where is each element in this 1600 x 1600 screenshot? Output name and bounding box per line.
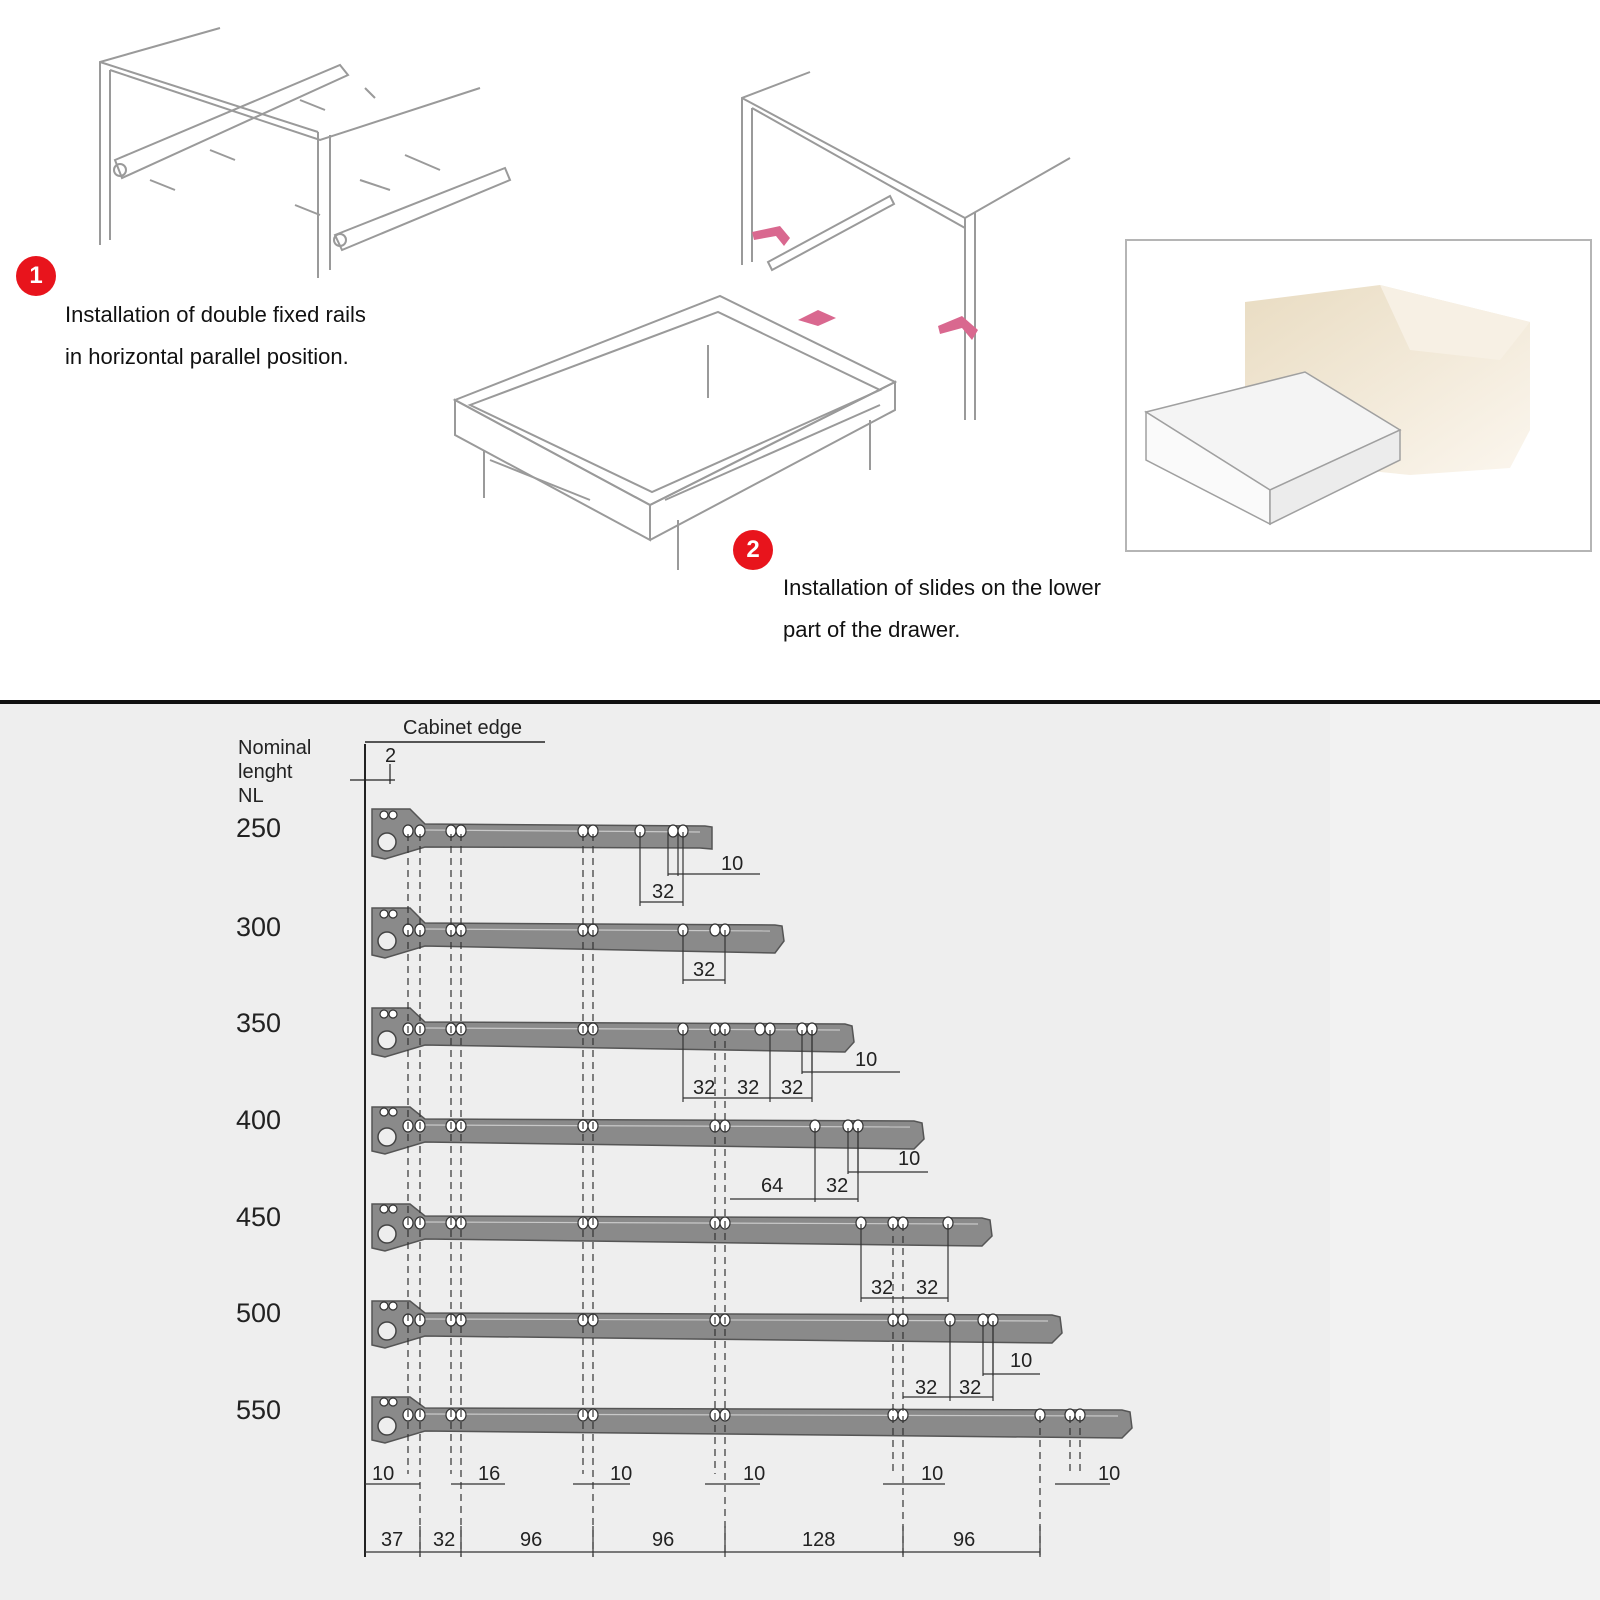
step-1-caption: Installation of double fixed rails in ho… [65,294,366,378]
step-1-line-2: in horizontal parallel position. [65,344,349,369]
length-label-400: 400 [236,1105,281,1135]
length-label-350: 350 [236,1008,281,1038]
base-dim-96-c: 96 [953,1529,975,1551]
dim-base-10-b: 10 [610,1463,632,1485]
rail-top-hole [379,810,389,820]
rail-top-hole [379,1009,389,1019]
rail-hole [709,923,721,937]
base-dim-32: 32 [433,1529,455,1551]
rail-top-hole [379,909,389,919]
nominal-length-title-2: lenght [238,761,293,783]
rail-dimension-diagram: Cabinet edge Nominal lenght NL 2 250 300… [0,704,1600,1600]
rail-top-hole [379,1204,389,1214]
dim-500-32b: 32 [959,1377,981,1399]
rail-end-rollers [377,832,397,1436]
rail-top-hole [388,1301,398,1311]
base-dim-96-a: 96 [520,1529,542,1551]
dim-450-32b: 32 [916,1277,938,1299]
rail-top-hole [379,1397,389,1407]
rail-top-hole [388,1009,398,1019]
dim-base-10-d: 10 [921,1463,943,1485]
dashed-guides [407,834,1081,1557]
dim-350-32c: 32 [781,1077,803,1099]
installation-illustrations: 1 Installation of double fixed rails in … [0,0,1600,700]
nominal-length-title-1: Nominal [238,737,311,759]
step-1-badge: 1 [16,256,56,296]
dim-400-32: 32 [826,1175,848,1197]
dim-base-16: 16 [478,1463,500,1485]
arrow-icons [752,226,978,340]
dim-500-32a: 32 [915,1377,937,1399]
dim-350-10: 10 [855,1049,877,1071]
installation-drawings [99,27,1592,570]
row-dimension-labels: 10 32 32 10 32 32 32 10 64 32 32 32 10 3… [372,853,1120,1551]
dim-350-32b: 32 [737,1077,759,1099]
rail-550 [371,1396,1133,1444]
section-divider [0,700,1600,704]
rail-top-hole [388,1397,398,1407]
rail-hole [754,1022,766,1036]
step-2-badge: 2 [733,530,773,570]
base-dim-37: 37 [381,1529,403,1551]
rail-250 [371,808,713,860]
rail-top-hole [388,1107,398,1117]
dimension-drawing: Cabinet edge Nominal lenght NL 2 250 300… [236,717,1133,1557]
step-2-line-2: part of the drawer. [783,617,961,642]
right-margin [1330,704,1600,1600]
edge-gap-label: 2 [385,745,396,767]
base-dim-96-b: 96 [652,1529,674,1551]
base-dimension-lines [365,1483,1110,1557]
row-dimension-lines [639,832,1040,1401]
dim-250-10: 10 [721,853,743,875]
finished-drawer-inset [1125,239,1592,552]
dim-base-10-c: 10 [743,1463,765,1485]
rails [371,808,1133,1444]
dim-500-10: 10 [1010,1350,1032,1372]
length-label-500: 500 [236,1298,281,1328]
dim-400-64: 64 [761,1175,783,1197]
length-label-550: 550 [236,1395,281,1425]
rail-top-hole [379,1107,389,1117]
dim-base-10-a: 10 [372,1463,394,1485]
rail-top-hole [388,810,398,820]
dim-450-32a: 32 [871,1277,893,1299]
rail-hole [667,824,679,838]
cabinet-edge-label: Cabinet edge [403,717,522,739]
step-2-caption: Installation of slides on the lower part… [783,567,1101,651]
rail-350 [371,1007,855,1058]
length-label-450: 450 [236,1202,281,1232]
rail-top-hole [388,909,398,919]
base-dim-128: 128 [802,1529,835,1551]
length-label-250: 250 [236,813,281,843]
dim-250-32: 32 [652,881,674,903]
dim-350-32a: 32 [693,1077,715,1099]
dim-base-10-e: 10 [1098,1463,1120,1485]
cabinet-rails-drawing [99,27,512,278]
dim-400-10: 10 [898,1148,920,1170]
drawer-slides-drawing [452,71,1071,570]
rail-top-hole [379,1301,389,1311]
nominal-length-title-3: NL [238,785,264,807]
dim-300-32: 32 [693,959,715,981]
rail-top-hole [388,1204,398,1214]
step-1-line-1: Installation of double fixed rails [65,302,366,327]
step-2-line-1: Installation of slides on the lower [783,575,1101,600]
length-label-300: 300 [236,912,281,942]
rail-highlights [424,829,1119,1417]
